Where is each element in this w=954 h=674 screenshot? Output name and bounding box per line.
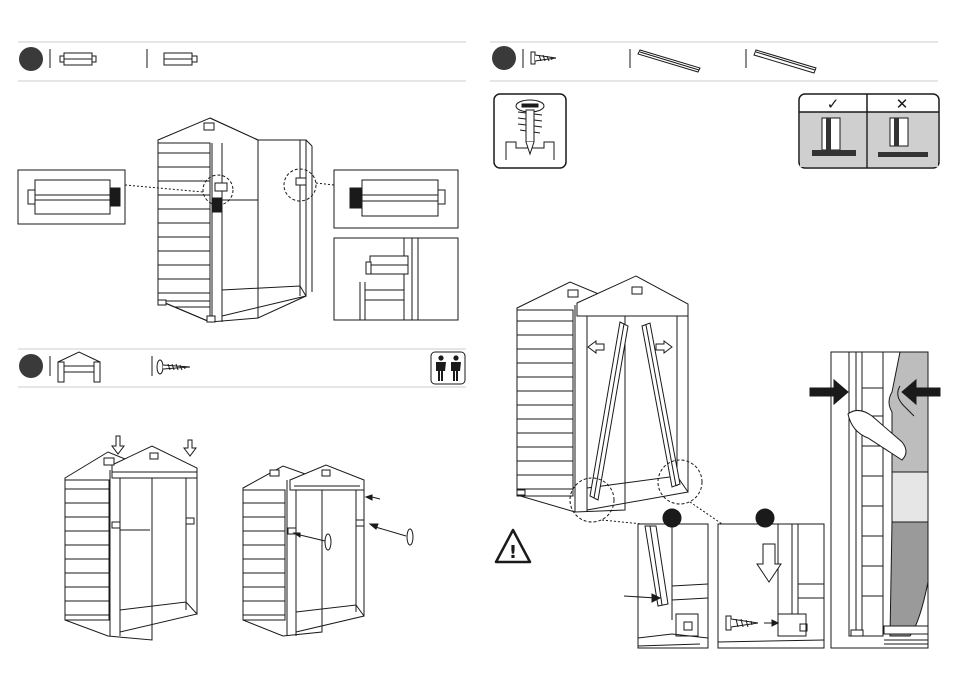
shed-door-rails-drawing	[517, 276, 722, 524]
warning-icon: !	[496, 530, 530, 563]
shed-gable-insertion-drawing	[65, 436, 197, 640]
detail-rail-screw	[718, 509, 824, 648]
detail-clip-right	[334, 170, 458, 228]
detail-clip-left	[18, 170, 125, 224]
screw-tip-panel	[494, 94, 566, 168]
step-badge-c	[492, 46, 516, 70]
check-vs-cross-panel: ✓ ✕	[799, 94, 939, 168]
detail-clip-installed	[334, 238, 458, 320]
connector-clip-alt-icon	[164, 53, 197, 65]
cross-mark-icon: ✕	[896, 95, 909, 113]
shed-side-panels-drawing	[125, 118, 334, 322]
warning-exclamation: !	[509, 542, 517, 563]
detail-rail-insert	[624, 509, 708, 648]
door-rail-icon	[638, 50, 700, 72]
screw-callout-right	[366, 495, 413, 545]
shed-gable-screw-drawing	[243, 465, 413, 636]
detail-person-holding-rail	[810, 352, 940, 648]
two-person-icon	[431, 352, 465, 384]
step-badge-a	[19, 47, 43, 71]
screw-icon-c	[531, 52, 556, 64]
gable-panel-icon	[58, 352, 100, 382]
step-badge-b	[19, 354, 43, 378]
connector-clip-icon	[60, 53, 96, 65]
step-header-c	[490, 42, 938, 81]
step-header-a	[18, 42, 466, 81]
check-mark-icon: ✓	[827, 95, 840, 113]
door-rail-alt-icon	[754, 50, 816, 73]
screw-icon	[157, 360, 190, 374]
step-header-b	[18, 349, 466, 387]
